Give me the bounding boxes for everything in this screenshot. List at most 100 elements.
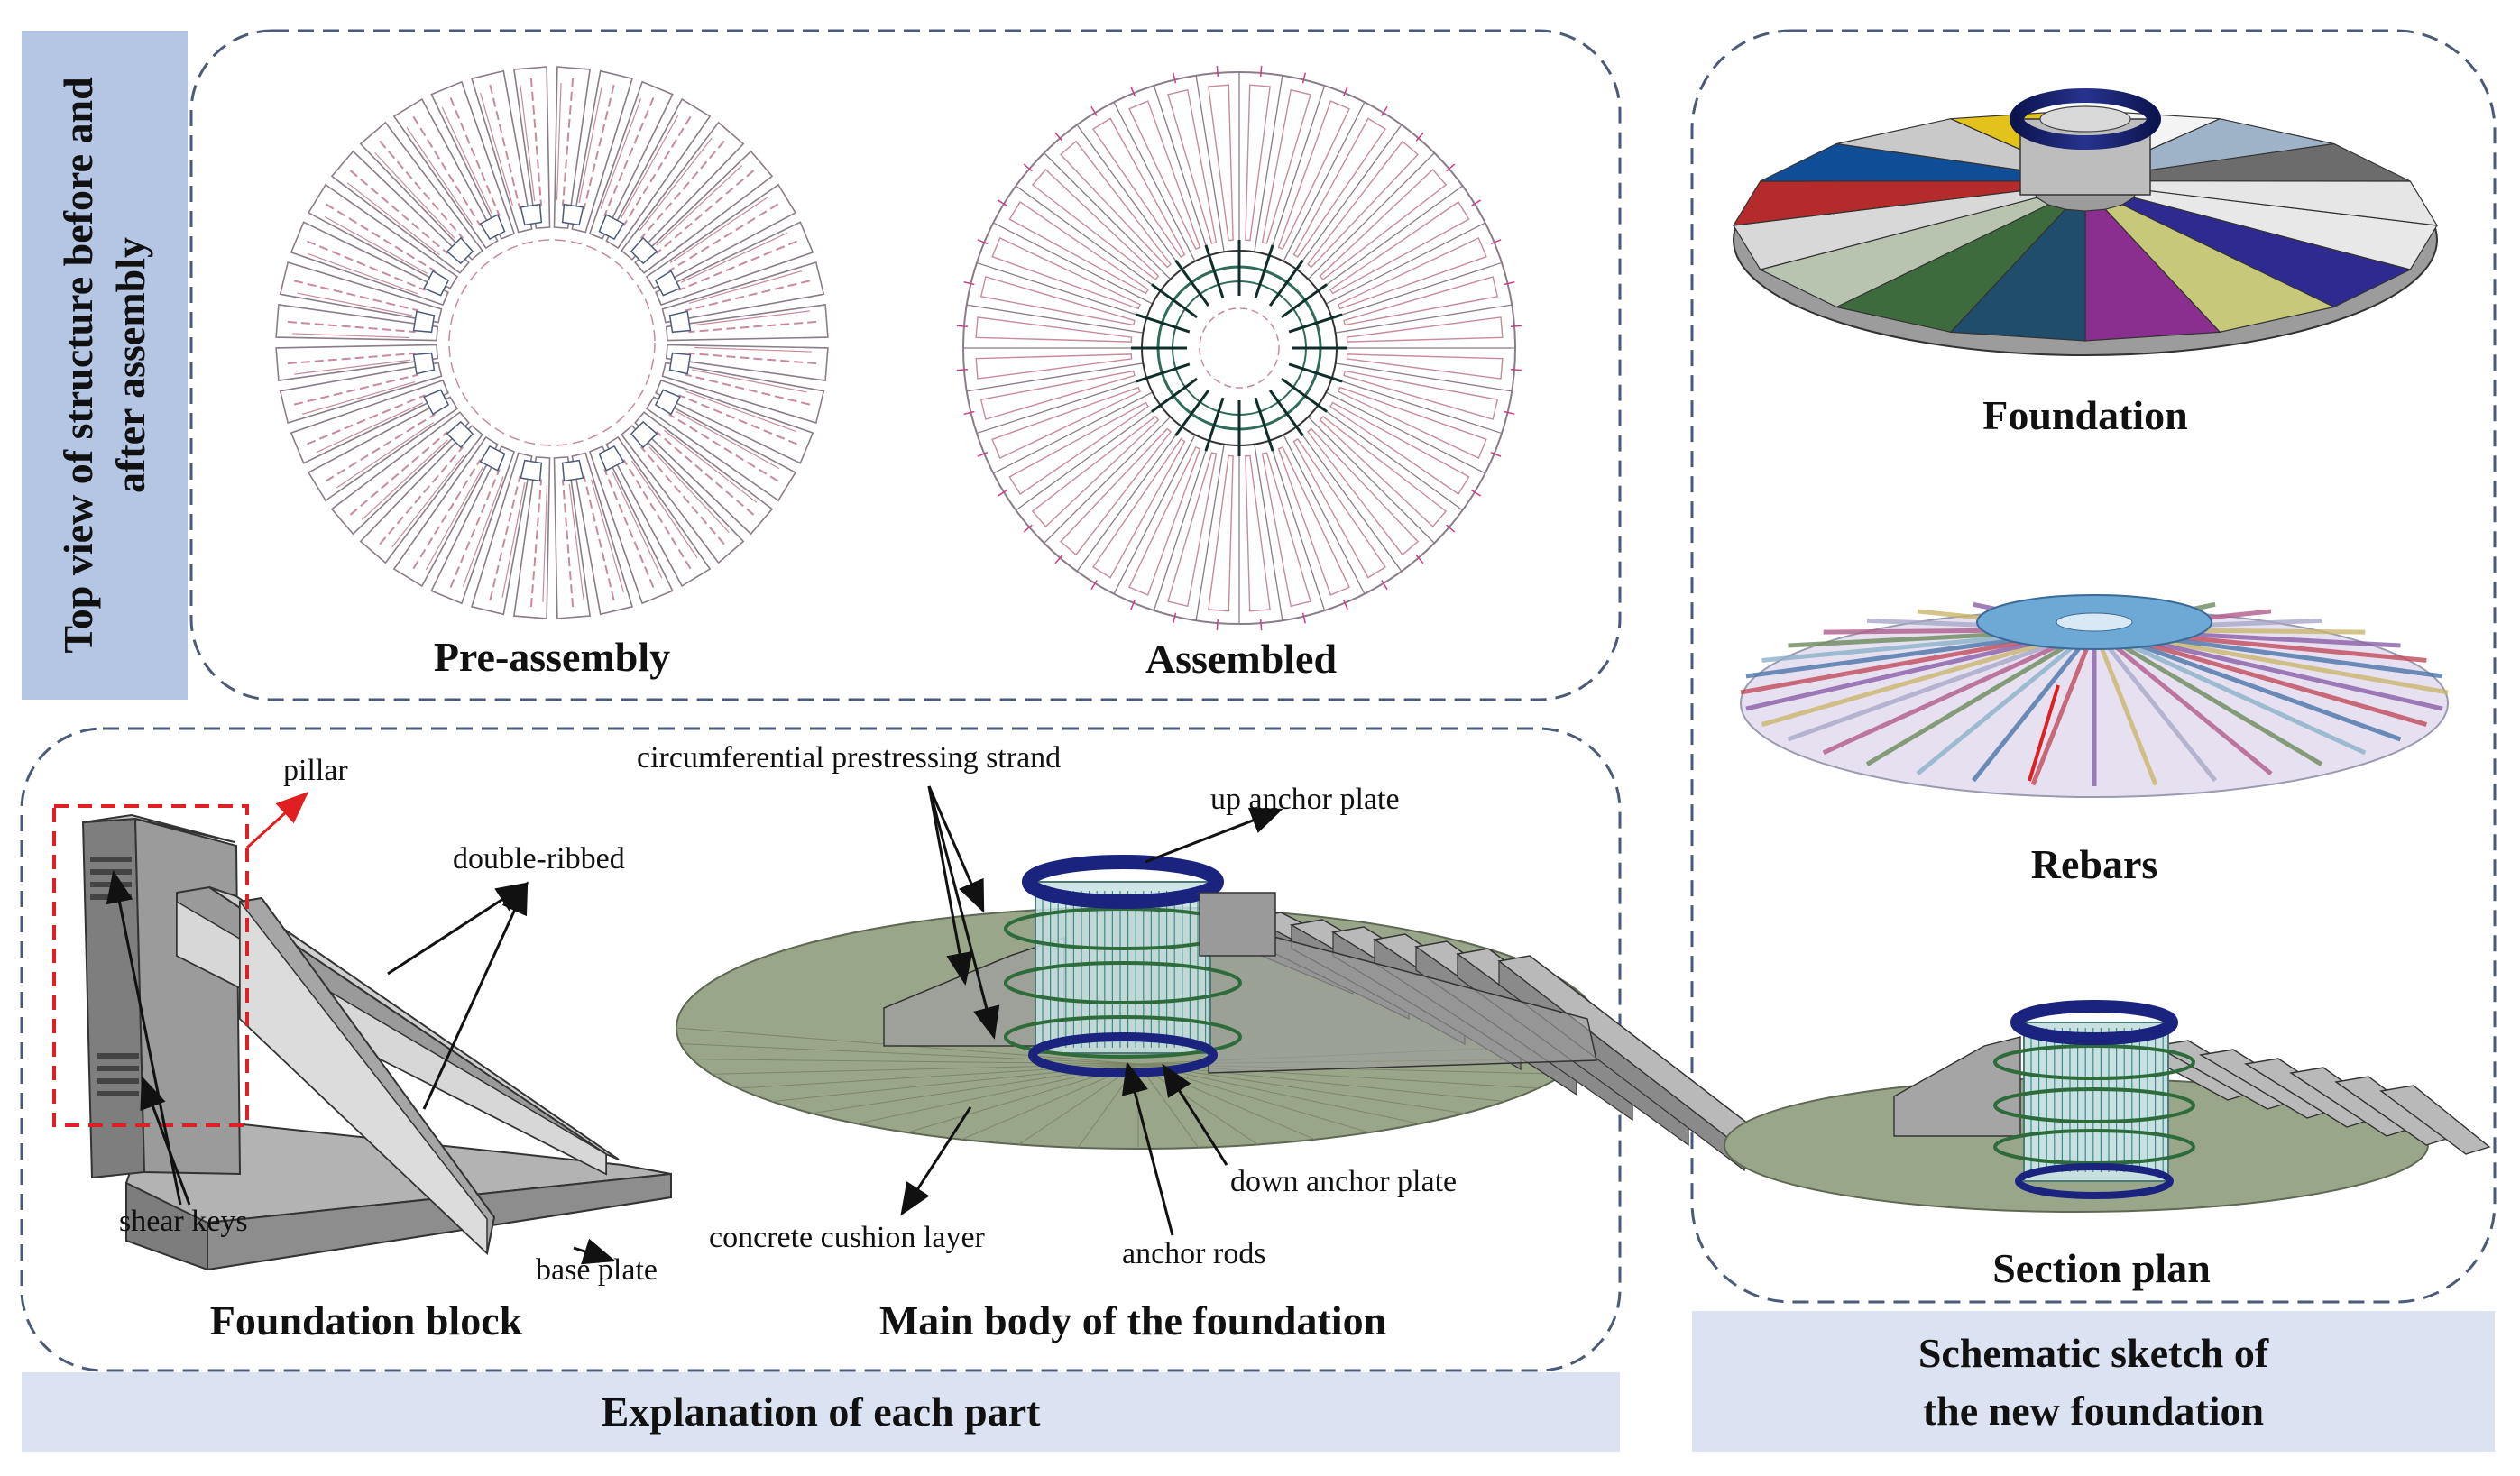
rib-edge	[542, 484, 548, 602]
rib-outline	[1343, 370, 1499, 420]
schematic-foundation-drawing	[1732, 88, 2439, 356]
section-strand	[1993, 1087, 2195, 1123]
arrow-up-anchor-plate	[1145, 807, 1283, 864]
rib-outline	[1245, 84, 1271, 242]
rebar-radial	[2092, 627, 2323, 766]
label-shear-keys: shear keys	[119, 1205, 248, 1238]
rib-outline	[1128, 100, 1201, 251]
label-circumferential-strand: circumferential prestressing strand	[637, 741, 1062, 775]
tick	[1090, 105, 1098, 116]
rib-edge	[578, 87, 602, 204]
rib-back-top	[208, 886, 620, 1160]
rebar-red-highlight	[2028, 684, 2060, 782]
rib-edge	[501, 481, 526, 598]
anchor-rod-mark	[1204, 244, 1225, 299]
pillar-block	[412, 310, 436, 334]
segment-joint	[1301, 152, 1435, 287]
pillar-block	[654, 270, 681, 297]
rib-edge	[391, 454, 465, 548]
schematic-frame	[1690, 29, 2497, 1304]
rib-centerline	[449, 469, 501, 589]
segment-joint	[993, 387, 1161, 474]
shear-key-lower	[97, 1066, 139, 1071]
segment-joint	[976, 374, 1155, 435]
rib-outline	[1031, 416, 1160, 528]
shear-key-upper	[90, 894, 132, 900]
rib-outline	[1167, 88, 1218, 244]
rib-outline	[1307, 140, 1420, 269]
arrow-base-plate	[573, 1238, 616, 1265]
rib-edge	[669, 197, 768, 264]
tick	[1511, 325, 1522, 328]
rib-centerline	[449, 96, 501, 216]
anchor-rod-mark	[1204, 397, 1225, 452]
rebar-radial	[2092, 628, 2273, 776]
tick	[977, 451, 989, 457]
segment-outline	[571, 452, 634, 616]
schematic-rebars-drawing	[1740, 594, 2449, 798]
rib-centerline	[529, 78, 543, 206]
segment-joint	[1291, 418, 1403, 572]
rib-edge	[590, 479, 624, 593]
shear-key-lower	[97, 1053, 139, 1059]
tick	[977, 239, 989, 245]
schematic-section-drawing	[1724, 1000, 2491, 1213]
segment-joint	[1195, 435, 1227, 621]
caption-foundation-block: Foundation block	[209, 1297, 523, 1343]
segment-joint	[1252, 435, 1283, 621]
top-view-title: Top view of structure before and after a…	[55, 77, 153, 654]
rib-edge	[691, 369, 807, 393]
label-base-plate: base plate	[536, 1253, 658, 1287]
segment-outline	[470, 69, 533, 234]
segment-joint	[1044, 152, 1178, 287]
pillar-block	[561, 203, 584, 226]
segment-joint	[1153, 432, 1213, 611]
rib-centerline	[325, 203, 436, 272]
tick	[1023, 524, 1033, 533]
rib-centerline	[306, 394, 426, 445]
caption-section-plan: Section plan	[1992, 1245, 2211, 1291]
tick	[956, 325, 968, 328]
rib-edge	[346, 182, 440, 256]
rib-outline	[1329, 201, 1470, 295]
rib-edge	[600, 98, 642, 209]
rib-centerline	[603, 469, 655, 589]
rib-outline	[1277, 445, 1350, 596]
pillar-block	[446, 236, 474, 265]
anchor-rod-mark	[1268, 390, 1304, 436]
shear-key-upper	[90, 857, 132, 862]
rib-centerline	[561, 78, 575, 206]
tick	[1172, 72, 1177, 84]
top-ring-block	[1199, 892, 1276, 957]
segment-joint	[1318, 222, 1485, 309]
rib-centerline	[379, 140, 464, 240]
tick	[1130, 86, 1136, 97]
pillar-front	[133, 817, 242, 1176]
rebar-radial	[2092, 627, 2367, 756]
hub-anchor-ring	[2010, 88, 2161, 150]
pillar-block	[668, 352, 692, 375]
rib-edge	[664, 429, 758, 503]
segment-outline	[661, 362, 825, 425]
shear-key-upper	[90, 869, 132, 875]
rebar-radial	[2092, 628, 2158, 786]
prestressing-strand	[1004, 961, 1242, 1004]
segment-joint	[1016, 185, 1169, 297]
label-down-anchor-plate: down anchor plate	[1230, 1165, 1458, 1198]
tick	[997, 490, 1007, 497]
base-plate-front	[207, 1172, 672, 1271]
pillar-block	[423, 389, 450, 416]
tick	[1511, 368, 1522, 371]
center-dash	[1199, 307, 1280, 389]
rib-edge	[336, 421, 435, 489]
rib-outline	[1329, 401, 1470, 495]
segment-outline	[553, 66, 592, 230]
rib-outline	[979, 370, 1136, 420]
rib-centerline	[688, 352, 817, 365]
anchor-rod-mark	[1281, 377, 1328, 413]
parts-title-band: Explanation of each part	[22, 1372, 1620, 1452]
rib-edge	[324, 215, 428, 274]
rib-edge	[656, 165, 743, 246]
tick	[1090, 580, 1098, 591]
rib-centerline	[639, 445, 725, 545]
